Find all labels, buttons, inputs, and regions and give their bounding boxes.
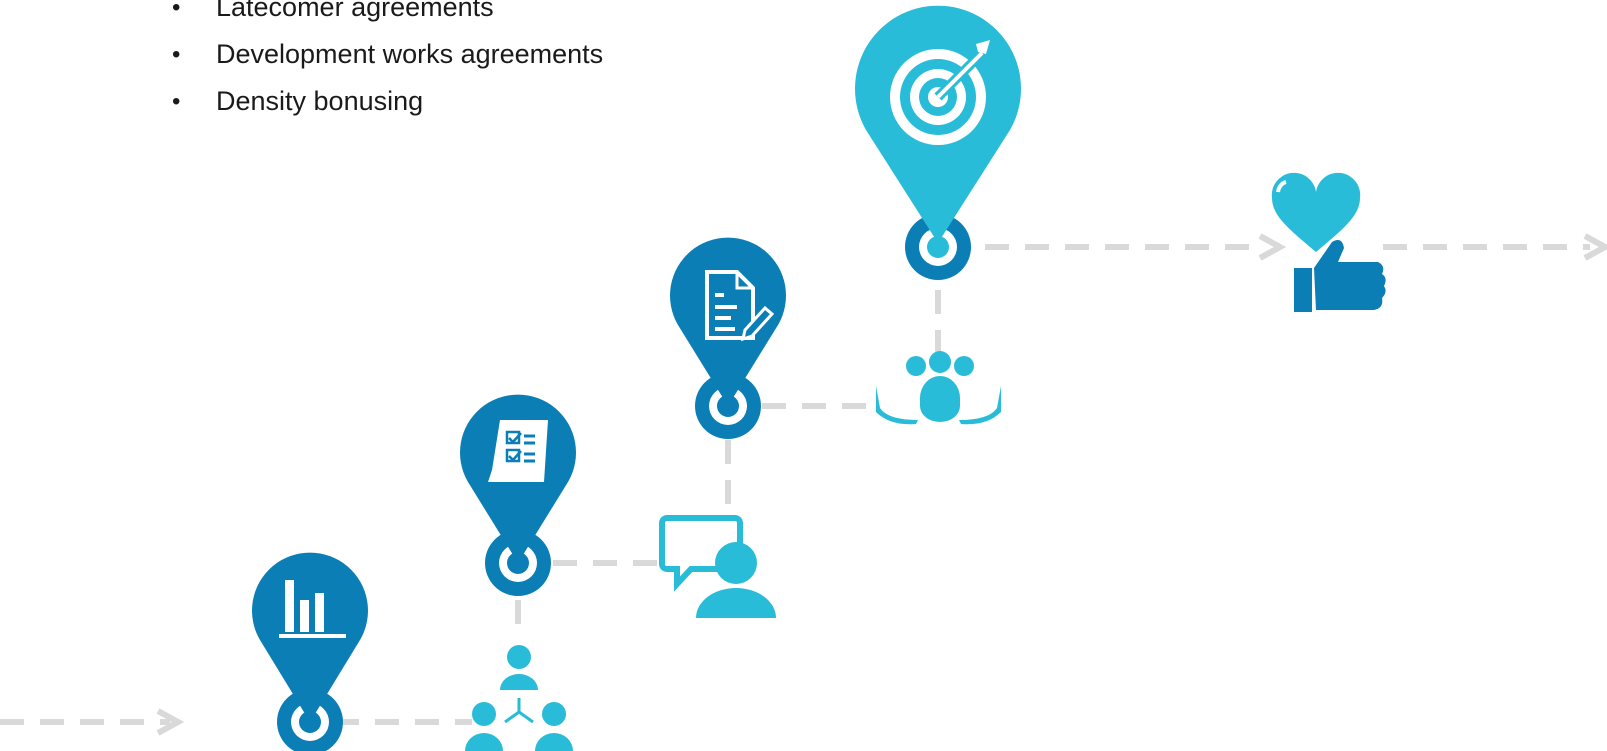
bullet-dot: •: [172, 0, 181, 21]
bar-chart-icon: [279, 580, 346, 638]
bullet-text: Development works agreements: [216, 39, 604, 69]
arrowhead-mid: [1258, 233, 1287, 261]
bullet-item: • Latecomer agreements: [160, 0, 603, 31]
arrowhead-right: [1583, 233, 1607, 261]
arrowhead-left: [156, 708, 185, 736]
chat-person-icon: [659, 515, 776, 618]
document-edit-icon: [705, 270, 775, 342]
bullet-item: • Development works agreements: [160, 31, 603, 78]
connector-lines: [0, 233, 1607, 736]
location-marker-2: [460, 394, 576, 596]
bullet-text: Latecomer agreements: [216, 0, 494, 22]
location-marker-4: [855, 5, 1021, 280]
location-marker-3: [670, 237, 786, 439]
hierarchy-people-icon: [465, 645, 573, 751]
bullet-dot: •: [172, 88, 181, 115]
bullet-dot: •: [172, 41, 181, 68]
bullet-text: Density bonusing: [216, 86, 424, 116]
bullet-list: • Latecomer agreements • Development works…: [160, 0, 603, 125]
heart-thumbs-up-icon: [1271, 172, 1386, 312]
checklist-scroll-icon: [488, 420, 548, 482]
bullet-item: • Density bonusing: [160, 78, 603, 125]
group-hands-icon: [876, 351, 1001, 425]
location-marker-1: [252, 552, 368, 751]
target-arrow-icon: [890, 40, 990, 145]
